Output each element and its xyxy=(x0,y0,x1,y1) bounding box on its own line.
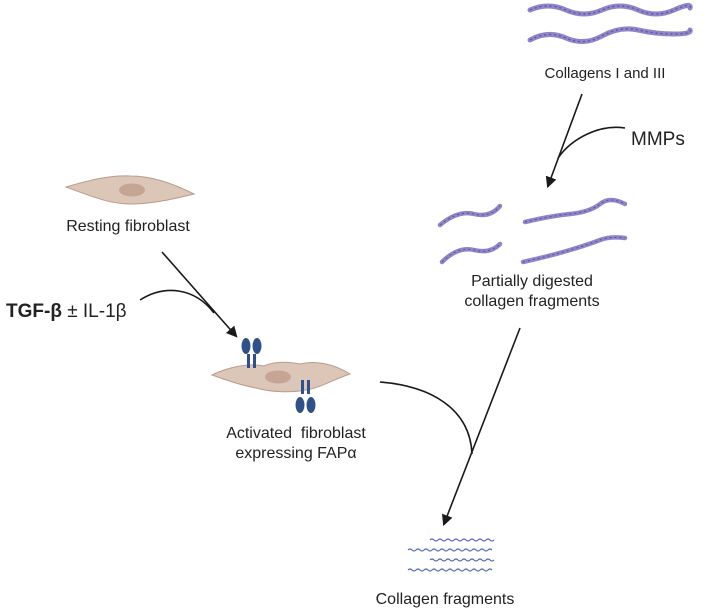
partial-fragment-3 xyxy=(439,241,503,265)
resting-fibroblast-label: Resting fibroblast xyxy=(66,218,190,235)
collagen-fiber-bottom-helix xyxy=(529,28,691,43)
small-fragment-4 xyxy=(407,568,493,572)
partially-digested-label-line1: Partially digested xyxy=(471,273,593,290)
pathway-arrows xyxy=(139,93,626,527)
collagen-fiber-top-helix xyxy=(529,4,691,15)
small-fragment-3 xyxy=(429,558,495,562)
fap-receptor-bottom xyxy=(295,380,316,413)
mmps-label: MMPs xyxy=(631,129,685,150)
resting-fibroblast-cell xyxy=(64,175,196,205)
tgf-beta-label: TGF-β ± IL-1β xyxy=(6,302,127,322)
partial-fragment-2-helix xyxy=(524,199,626,223)
collagens-label: Collagens I and III xyxy=(544,65,666,82)
partially-digested-label-line2: collagen fragments xyxy=(464,293,600,310)
il1-beta-text: ± IL-1β xyxy=(61,301,127,322)
arrow-collagen-to-partial xyxy=(545,93,583,189)
intact-collagen-fibers xyxy=(527,2,693,44)
partial-fragment-2 xyxy=(522,197,628,225)
fap-receptor-top xyxy=(241,338,262,368)
activated-fibroblast-cell xyxy=(210,338,352,413)
arrow-resting-to-activated xyxy=(161,251,238,338)
activated-fibroblast-label: Activated fibroblast expressing FAPα xyxy=(196,424,396,464)
activated-label-line1: Activated fibroblast xyxy=(226,425,366,442)
arrow-mmps-curve xyxy=(557,126,626,159)
partially-digested-label: Partially digested collagen fragments xyxy=(432,272,632,312)
arrow-tgf-curve xyxy=(139,289,215,314)
activated-fibroblast-nucleus xyxy=(265,370,291,384)
activated-label-line2: expressing FAPα xyxy=(235,445,357,462)
small-collagen-fragments xyxy=(407,538,495,572)
partial-fragment-4-helix xyxy=(522,236,626,263)
collagen-fragments-label: Collagen fragments xyxy=(375,591,515,608)
arrow-partial-to-fragments xyxy=(442,327,521,527)
small-fragment-2 xyxy=(407,548,493,552)
partially-digested-fragments xyxy=(437,197,628,265)
tgf-beta-bold: TGF-β xyxy=(6,301,62,322)
small-fragment-1 xyxy=(429,538,495,542)
partial-fragment-1 xyxy=(437,203,503,228)
resting-fibroblast-nucleus xyxy=(119,183,145,197)
arrow-activated-curve xyxy=(379,381,473,455)
partial-fragment-3-helix xyxy=(441,243,501,263)
